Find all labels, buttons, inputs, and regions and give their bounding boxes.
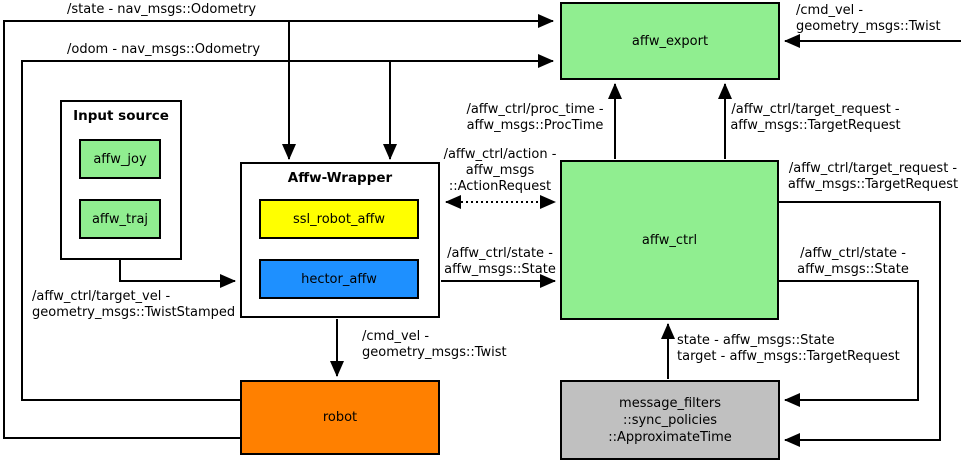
node-message-filters: message_filters ::sync_policies ::Approx…	[560, 380, 780, 460]
edge-label-odom-odometry: /odom - nav_msgs::Odometry	[67, 42, 261, 57]
node-affw-wrapper: Affw-Wrapper ssl_robot_affw hector_affw	[240, 162, 440, 318]
edge-label-proc-time: /affw_ctrl/proc_time - affw_msgs::ProcTi…	[466, 102, 604, 133]
affw-wrapper-title: Affw-Wrapper	[287, 170, 393, 186]
node-hector-affw: hector_affw	[259, 259, 419, 299]
node-input-source: Input source affw_joy affw_traj	[60, 100, 182, 260]
edge-label-sync-inputs: state - affw_msgs::State target - affw_m…	[677, 333, 900, 364]
edge-label-target-request-right: /affw_ctrl/target_request - affw_msgs::T…	[787, 161, 959, 192]
input-source-title: Input source	[73, 108, 169, 124]
node-affw-export: affw_export	[560, 2, 780, 80]
edge-label-state-right: /affw_ctrl/state - affw_msgs::State	[797, 246, 909, 277]
edge-label-state-mid: /affw_ctrl/state - affw_msgs::State	[444, 246, 556, 277]
edge-target-request-ctrl-to-sync	[779, 201, 941, 447]
edge-label-action: /affw_ctrl/action - affw_msgs ::ActionRe…	[443, 147, 557, 194]
edge-odom-odometry	[21, 54, 554, 401]
edge-label-cmd-vel-out: /cmd_vel - geometry_msgs::Twist	[362, 329, 507, 360]
node-robot: robot	[240, 380, 440, 455]
edge-label-state-odometry: /state - nav_msgs::Odometry	[67, 2, 257, 17]
node-ssl-robot-affw: ssl_robot_affw	[259, 199, 419, 239]
edge-label-target-vel: /affw_ctrl/target_vel - geometry_msgs::T…	[32, 289, 236, 320]
node-affw-joy: affw_joy	[79, 139, 161, 179]
edge-state-odometry	[3, 14, 554, 439]
node-affw-ctrl: affw_ctrl	[560, 160, 779, 320]
edge-label-cmd-vel-in: /cmd_vel - geometry_msgs::Twist	[796, 3, 941, 34]
edge-target-vel-input-to-wrapper	[119, 259, 236, 288]
edge-state-ctrl-to-sync	[779, 280, 919, 407]
node-affw-traj: affw_traj	[79, 199, 161, 239]
edge-label-target-request-up: /affw_ctrl/target_request - affw_msgs::T…	[730, 102, 901, 133]
